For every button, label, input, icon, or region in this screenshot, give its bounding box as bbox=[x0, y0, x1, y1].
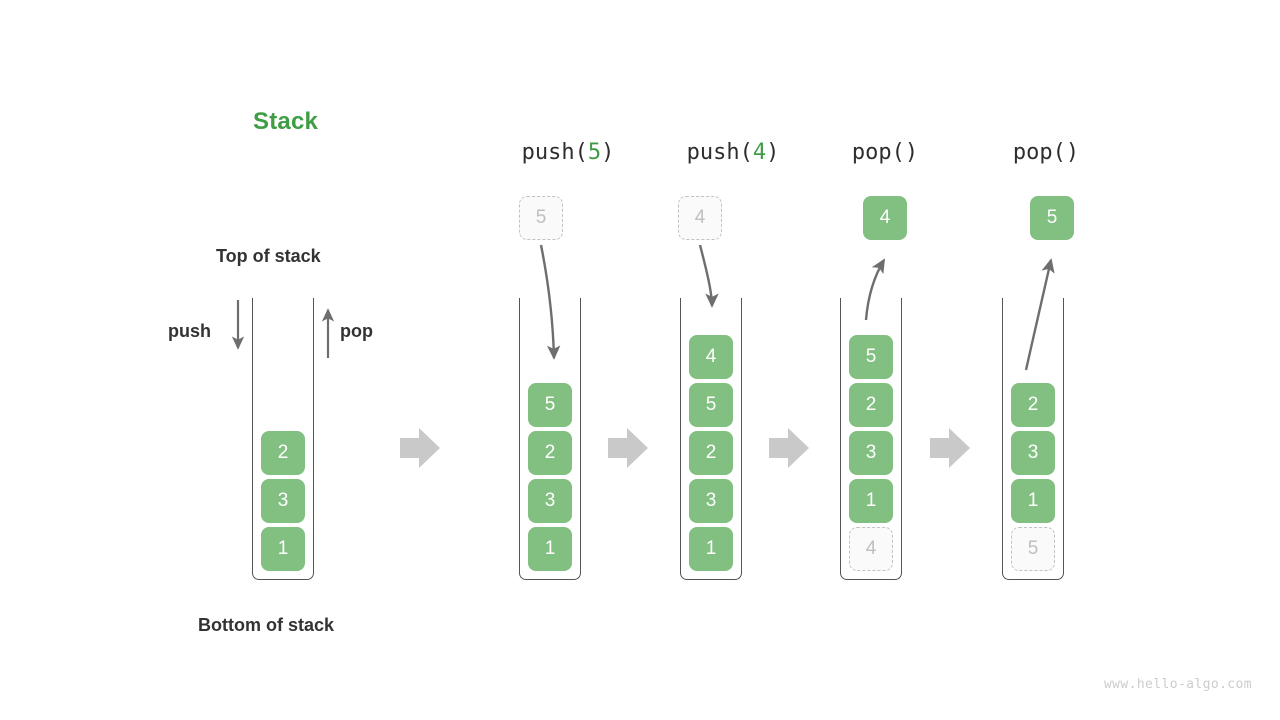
stack-cell: 1 bbox=[849, 479, 893, 523]
stack-cell: 3 bbox=[1011, 431, 1055, 475]
incoming-element-4: 4 bbox=[678, 196, 722, 240]
top-of-stack-label: Top of stack bbox=[216, 246, 321, 266]
stack-container-initial: 1 3 2 bbox=[252, 298, 314, 580]
pop-label: pop bbox=[340, 321, 373, 341]
watermark: www.hello-algo.com bbox=[1103, 677, 1252, 692]
stage-header-push-4: push(4) bbox=[687, 140, 780, 165]
stack-cells-pop-5: 5 1 3 2 bbox=[1002, 383, 1064, 575]
stack-cells-pop-4: 4 1 3 2 5 bbox=[840, 335, 902, 575]
push-4-flow-arrow-icon bbox=[698, 244, 719, 308]
incoming-element-5: 5 bbox=[519, 196, 563, 240]
stage-header-push-5: push(5) bbox=[522, 140, 615, 165]
stack-cell: 5 bbox=[849, 335, 893, 379]
stack-container-pop-4: 4 1 3 2 5 bbox=[840, 298, 902, 580]
stage-separator-arrow-icon bbox=[400, 428, 440, 468]
stack-walls bbox=[840, 298, 902, 580]
stack-cell: 5 bbox=[528, 383, 572, 427]
stage-header-pop-4: pop() bbox=[852, 140, 918, 165]
stack-cell: 1 bbox=[1011, 479, 1055, 523]
stage-header-arg: 4 bbox=[752, 140, 767, 165]
stage-separator-arrow-icon bbox=[930, 428, 970, 468]
popped-element-5: 5 bbox=[1030, 196, 1074, 240]
stack-cell: 1 bbox=[689, 527, 733, 571]
stage-header-suffix: ) bbox=[766, 140, 780, 165]
stage-separator-arrow-icon bbox=[608, 428, 648, 468]
stage-header-suffix: ) bbox=[904, 140, 919, 165]
stack-walls bbox=[680, 298, 742, 580]
stage-header-suffix: ) bbox=[601, 140, 615, 165]
stack-cell-ghost: 4 bbox=[849, 527, 893, 571]
stack-container-push-4: 1 3 2 5 4 bbox=[680, 298, 742, 580]
stack-cell: 2 bbox=[1011, 383, 1055, 427]
stack-container-push-5: 1 3 2 5 bbox=[519, 298, 581, 580]
stage-header-prefix: push( bbox=[521, 140, 588, 165]
stack-walls bbox=[519, 298, 581, 580]
stack-cell: 3 bbox=[528, 479, 572, 523]
stack-cell: 3 bbox=[261, 479, 305, 523]
stack-cell: 2 bbox=[261, 431, 305, 475]
popped-element-4: 4 bbox=[863, 196, 907, 240]
stage-header-pop-5: pop() bbox=[1013, 140, 1079, 165]
stack-cells-initial: 1 3 2 bbox=[252, 431, 314, 575]
stack-cell: 2 bbox=[528, 431, 572, 475]
stack-walls bbox=[252, 298, 314, 580]
stage-header-suffix: ) bbox=[1065, 140, 1080, 165]
push-label: push bbox=[168, 321, 211, 341]
stack-cells-push-5: 1 3 2 5 bbox=[519, 383, 581, 575]
stack-cell: 1 bbox=[261, 527, 305, 571]
stage-header-prefix: push( bbox=[686, 140, 753, 165]
stack-cell-ghost: 5 bbox=[1011, 527, 1055, 571]
stage-header-prefix: pop( bbox=[1012, 140, 1066, 165]
stack-cell: 3 bbox=[849, 431, 893, 475]
stack-cell: 3 bbox=[689, 479, 733, 523]
stack-walls bbox=[1002, 298, 1064, 580]
stack-container-pop-5: 5 1 3 2 bbox=[1002, 298, 1064, 580]
stack-cell: 5 bbox=[689, 383, 733, 427]
stack-cell: 2 bbox=[689, 431, 733, 475]
stack-cell: 2 bbox=[849, 383, 893, 427]
stage-header-arg: 5 bbox=[587, 140, 602, 165]
stack-cell: 1 bbox=[528, 527, 572, 571]
stack-cells-push-4: 1 3 2 5 4 bbox=[680, 335, 742, 575]
stage-header-prefix: pop( bbox=[851, 140, 905, 165]
stage-separator-arrow-icon bbox=[769, 428, 809, 468]
stack-cell: 4 bbox=[689, 335, 733, 379]
page-title: Stack bbox=[253, 108, 319, 135]
bottom-of-stack-label: Bottom of stack bbox=[198, 615, 335, 635]
